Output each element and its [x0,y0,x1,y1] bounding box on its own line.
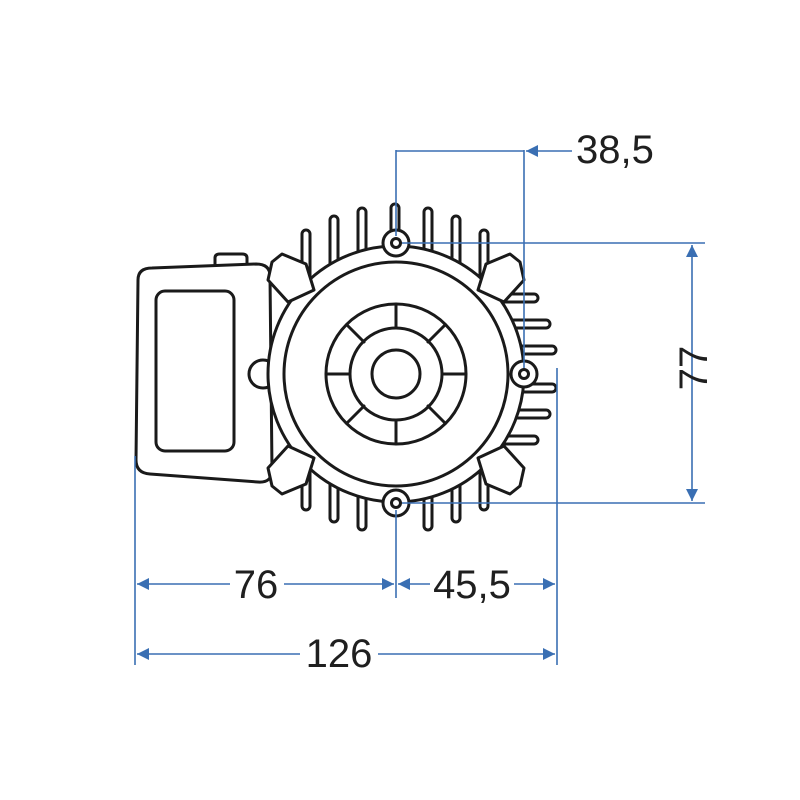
fan-ribs [324,302,468,446]
terminal-box [134,252,279,484]
mounting-holes [381,228,539,518]
shaft [370,348,422,400]
terminal-box-window [154,289,236,453]
dim-label-76: 76 [234,563,279,607]
dim-label-126: 126 [306,632,373,676]
dim-label-77: 77 [672,346,716,391]
dimension-labels: 38,5 77 76 45,5 126 [234,128,716,676]
motor-outline [134,202,558,532]
dim-label-38-5: 38,5 [576,128,654,172]
dimension-lines [134,145,705,665]
dim-label-45-5: 45,5 [433,563,511,607]
